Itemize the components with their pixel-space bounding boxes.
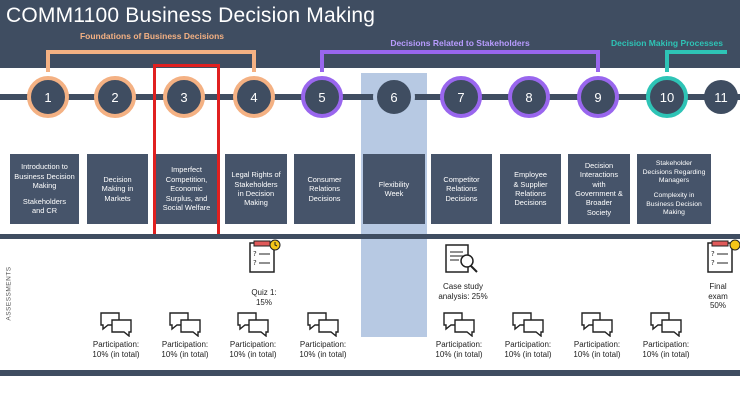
group-label-processes: Decision Making Processes bbox=[611, 38, 723, 48]
chat-bubbles-icon bbox=[442, 311, 476, 342]
participation-label: Participation:10% (in total) bbox=[92, 340, 140, 359]
svg-text:?: ? bbox=[253, 250, 257, 258]
svg-text:?: ? bbox=[253, 259, 257, 267]
week-node-6[interactable]: 6 bbox=[373, 76, 415, 118]
week-node-9[interactable]: 9 bbox=[577, 76, 619, 118]
week-node-11[interactable]: 11 bbox=[704, 80, 738, 114]
week-node-4[interactable]: 4 bbox=[233, 76, 275, 118]
chat-bubbles-icon bbox=[99, 311, 133, 342]
chat-bubbles-icon bbox=[580, 311, 614, 342]
week-node-2[interactable]: 2 bbox=[94, 76, 136, 118]
week-node-10[interactable]: 10 bbox=[646, 76, 688, 118]
week-3-highlight bbox=[153, 64, 220, 239]
week-node-5[interactable]: 5 bbox=[301, 76, 343, 118]
final-exam-clipboard-icon: ? ? bbox=[707, 239, 740, 273]
quiz-1-label: Quiz 1:15% bbox=[251, 288, 277, 307]
participation-label: Participation:10% (in total) bbox=[504, 340, 552, 359]
case-study-document-icon bbox=[445, 244, 478, 273]
processes-bracket bbox=[665, 50, 727, 72]
group-label-stakeholders: Decisions Related to Stakeholders bbox=[390, 38, 530, 48]
participation-label: Participation:10% (in total) bbox=[573, 340, 621, 359]
footer-divider bbox=[0, 370, 740, 376]
quiz-clipboard-icon: ? ? bbox=[249, 239, 281, 273]
svg-text:?: ? bbox=[711, 250, 715, 258]
assessments-side-label: ASSESSMENTS bbox=[5, 266, 13, 321]
week-node-7[interactable]: 7 bbox=[440, 76, 482, 118]
chat-bubbles-icon bbox=[168, 311, 202, 342]
svg-text:?: ? bbox=[711, 259, 715, 267]
participation-label: Participation:10% (in total) bbox=[435, 340, 483, 359]
participation-label: Participation:10% (in total) bbox=[642, 340, 690, 359]
chat-bubbles-icon bbox=[306, 311, 340, 342]
group-label-foundations: Foundations of Business Decisions bbox=[79, 31, 225, 41]
participation-label: Participation:10% (in total) bbox=[229, 340, 277, 359]
week-node-8[interactable]: 8 bbox=[508, 76, 550, 118]
stakeholders-bracket bbox=[320, 50, 600, 72]
chat-bubbles-icon bbox=[649, 311, 683, 342]
chat-bubbles-icon bbox=[511, 311, 545, 342]
week-node-3[interactable]: 3 bbox=[163, 76, 205, 118]
timeline-graphic bbox=[0, 50, 740, 100]
page-title: COMM1100 Business Decision Making bbox=[6, 4, 376, 27]
timeline-bar bbox=[0, 94, 740, 100]
participation-label: Participation:10% (in total) bbox=[299, 340, 347, 359]
participation-label: Participation:10% (in total) bbox=[161, 340, 209, 359]
foundations-bracket bbox=[46, 50, 256, 72]
week-node-1[interactable]: 1 bbox=[27, 76, 69, 118]
chat-bubbles-icon bbox=[236, 311, 270, 342]
header-band bbox=[0, 0, 740, 68]
assessments-divider bbox=[0, 234, 740, 239]
